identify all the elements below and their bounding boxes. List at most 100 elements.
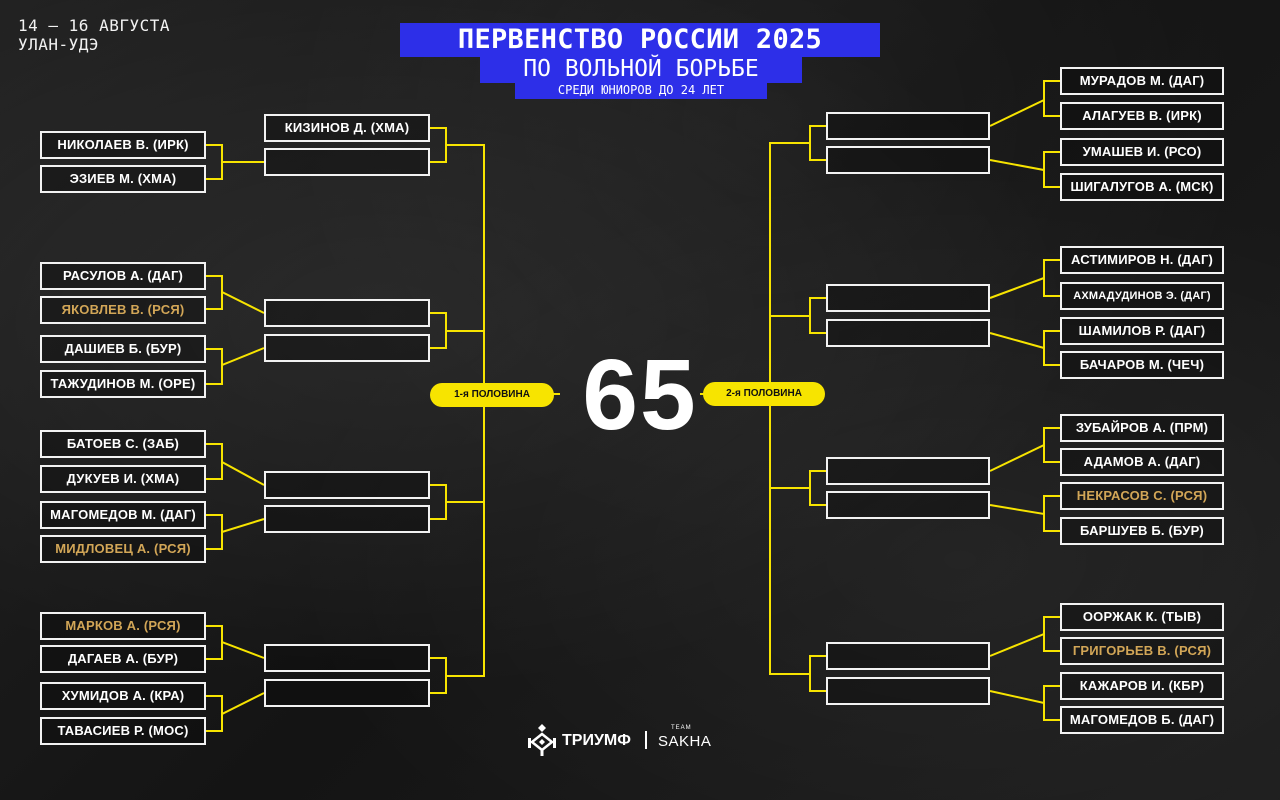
connector-line [206, 144, 264, 163]
logo-divider [645, 731, 647, 749]
connector-line [206, 642, 223, 660]
connector-line [206, 462, 223, 480]
connector-line [206, 514, 265, 534]
wrestler-slot [826, 112, 990, 140]
triumph-emblem-icon [528, 724, 556, 756]
wrestler-slot [826, 319, 990, 347]
connector-line [430, 676, 447, 694]
wrestler-slot: МИДЛОВЕЦ А. (РСЯ) [40, 535, 206, 563]
weight-class: 65 [582, 339, 698, 451]
wrestler-slot [826, 642, 990, 670]
connector-line [809, 316, 826, 334]
connector-line [769, 142, 786, 675]
wrestler-slot: ООРЖАК К. (ТЫВ) [1060, 603, 1224, 631]
wrestler-slot: КАЖАРОВ И. (КБР) [1060, 672, 1224, 700]
wrestler-slot: АДАМОВ А. (ДАГ) [1060, 448, 1224, 476]
wrestler-slot: МУРАДОВ М. (ДАГ) [1060, 67, 1224, 95]
connector-line [786, 297, 826, 317]
wrestler-slot: УМАШЕВ И. (РСО) [1060, 138, 1224, 166]
wrestler-slot: ШИГАЛУГОВ А. (МСК) [1060, 173, 1224, 201]
wrestler-slot [264, 679, 430, 707]
connector-line [786, 470, 826, 489]
connector-line [206, 625, 265, 659]
connector-line [989, 151, 1060, 172]
wrestler-slot: АСТИМИРОВ Н. (ДАГ) [1060, 246, 1224, 274]
first-half-pill: 1-я ПОЛОВИНА [430, 383, 554, 407]
wrestler-slot [826, 284, 990, 312]
wrestler-slot: ЗУБАЙРОВ А. (ПРМ) [1060, 414, 1224, 442]
connector-line [1043, 100, 1060, 117]
connector-line [206, 365, 223, 385]
connector-line [1043, 634, 1060, 652]
team-label: TEAM [671, 725, 692, 731]
wrestler-slot: ГРИГОРЬЕВ В. (РСЯ) [1060, 637, 1224, 665]
connector-line [809, 674, 826, 692]
connector-line [989, 330, 1060, 350]
wrestler-slot: ШАМИЛОВ Р. (ДАГ) [1060, 317, 1224, 345]
sponsor-logo: ТРИУМФ TEAM SAKHA [528, 720, 728, 760]
event-dates-text: 14 – 16 АВГУСТА [18, 16, 170, 35]
connector-line [206, 347, 265, 367]
wrestler-slot [826, 491, 990, 519]
wrestler-slot [826, 677, 990, 705]
wrestler-slot: ТАВАСИЕВ Р. (МОС) [40, 717, 206, 745]
connector-line [1043, 170, 1060, 188]
connector-line [430, 502, 447, 520]
event-city: УЛАН-УДЭ [18, 35, 100, 54]
connector-line [430, 331, 447, 349]
brand-name: ТРИУМФ [562, 732, 631, 749]
connector-line [989, 685, 1060, 705]
wrestler-slot: ДАГАЕВ А. (БУР) [40, 645, 206, 673]
wrestler-slot: МАГОМЕДОВ Б. (ДАГ) [1060, 706, 1224, 734]
connector-line [206, 162, 223, 180]
second-half-pill: 2-я ПОЛОВИНА [703, 382, 825, 406]
connector-line [786, 125, 826, 144]
wrestler-slot: БАТОЕВ С. (ЗАБ) [40, 430, 206, 458]
connector-line [430, 312, 470, 332]
event-title: ПЕРВЕНСТВО РОССИИ 2025 [400, 23, 880, 57]
connector-line [430, 657, 470, 677]
connector-line [1043, 703, 1060, 721]
connector-line [1043, 278, 1060, 297]
connector-line [206, 443, 265, 486]
wrestler-slot: КИЗИНОВ Д. (ХМА) [264, 114, 430, 142]
wrestler-slot [826, 457, 990, 485]
wrestler-slot: АХМАДУДИНОВ Э. (ДАГ) [1060, 282, 1224, 310]
wrestler-slot: АЛАГУЕВ В. (ИРК) [1060, 102, 1224, 130]
wrestler-slot: РАСУЛОВ А. (ДАГ) [40, 262, 206, 290]
wrestler-slot: МАРКОВ А. (РСЯ) [40, 612, 206, 640]
wrestler-slot: ЯКОВЛЕВ В. (РСЯ) [40, 296, 206, 324]
wrestler-slot: ЭЗИЕВ М. (ХМА) [40, 165, 206, 193]
connector-line [989, 495, 1060, 516]
connector-line [1043, 514, 1060, 532]
connector-line [989, 259, 1060, 299]
wrestler-slot: ДАШИЕВ Б. (БУР) [40, 335, 206, 363]
connector-line [989, 427, 1060, 472]
connector-line [989, 616, 1060, 657]
wrestler-slot [826, 146, 990, 174]
connector-line [430, 145, 447, 163]
wrestler-slot: ХУМИДОВ А. (КРА) [40, 682, 206, 710]
wrestler-slot: НИКОЛАЕВ В. (ИРК) [40, 131, 206, 159]
connector-line [1043, 348, 1060, 366]
wrestler-slot: НЕКРАСОВ С. (РСЯ) [1060, 482, 1224, 510]
connector-line [206, 714, 223, 732]
wrestler-slot [264, 505, 430, 533]
team-name: SAKHA [658, 733, 712, 750]
event-category: СРЕДИ ЮНИОРОВ ДО 24 ЛЕТ [515, 81, 767, 99]
connector-line [989, 80, 1060, 127]
wrestler-slot: БАРШУЕВ Б. (БУР) [1060, 517, 1224, 545]
wrestler-slot: МАГОМЕДОВ М. (ДАГ) [40, 501, 206, 529]
connector-line [430, 484, 470, 503]
wrestler-slot: ТАЖУДИНОВ М. (ОРЕ) [40, 370, 206, 398]
connector-line [206, 532, 223, 550]
wrestler-slot [264, 644, 430, 672]
wrestler-slot [264, 148, 430, 176]
connector-line [206, 692, 265, 716]
connector-line [809, 488, 826, 506]
wrestler-slot [264, 471, 430, 499]
connector-line [809, 143, 826, 161]
event-dates: 14 – 16 АВГУСТА УЛАН-УДЭ [18, 16, 170, 54]
connector-line [206, 275, 265, 314]
